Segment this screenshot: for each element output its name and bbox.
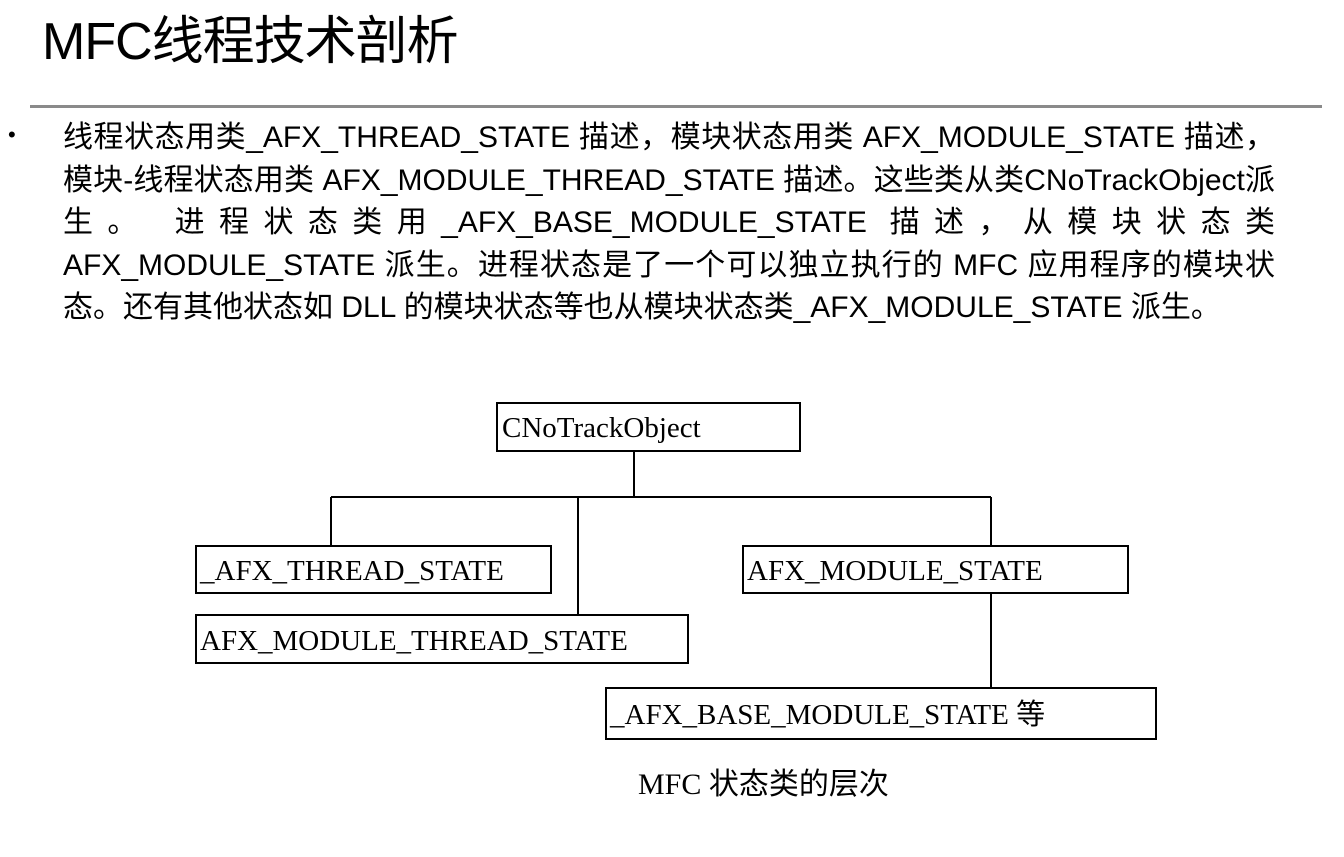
node-label: _AFX_BASE_MODULE_STATE 等 bbox=[609, 698, 1045, 731]
node-label: _AFX_THREAD_STATE bbox=[199, 555, 504, 587]
node-afx-module-thread-state: AFX_MODULE_THREAD_STATE bbox=[195, 614, 689, 664]
diagram-caption: MFC 状态类的层次 bbox=[638, 768, 889, 801]
bullet-marker: • bbox=[8, 122, 16, 147]
node-label: CNoTrackObject bbox=[502, 412, 701, 444]
node-label: AFX_MODULE_THREAD_STATE bbox=[200, 625, 628, 657]
node-afx-thread-state: _AFX_THREAD_STATE bbox=[195, 545, 552, 594]
node-cnotrackobject: CNoTrackObject bbox=[496, 402, 801, 452]
description-paragraph: 线程状态用类_AFX_THREAD_STATE 描述，模块状态用类 AFX_MO… bbox=[63, 121, 1275, 324]
node-label: AFX_MODULE_STATE bbox=[747, 555, 1043, 587]
node-afx-base-module-state: _AFX_BASE_MODULE_STATE 等 bbox=[605, 687, 1157, 740]
node-afx-module-state: AFX_MODULE_STATE bbox=[742, 545, 1129, 594]
title-divider bbox=[30, 105, 1322, 108]
slide-title: MFC线程技术剖析 bbox=[42, 13, 459, 71]
